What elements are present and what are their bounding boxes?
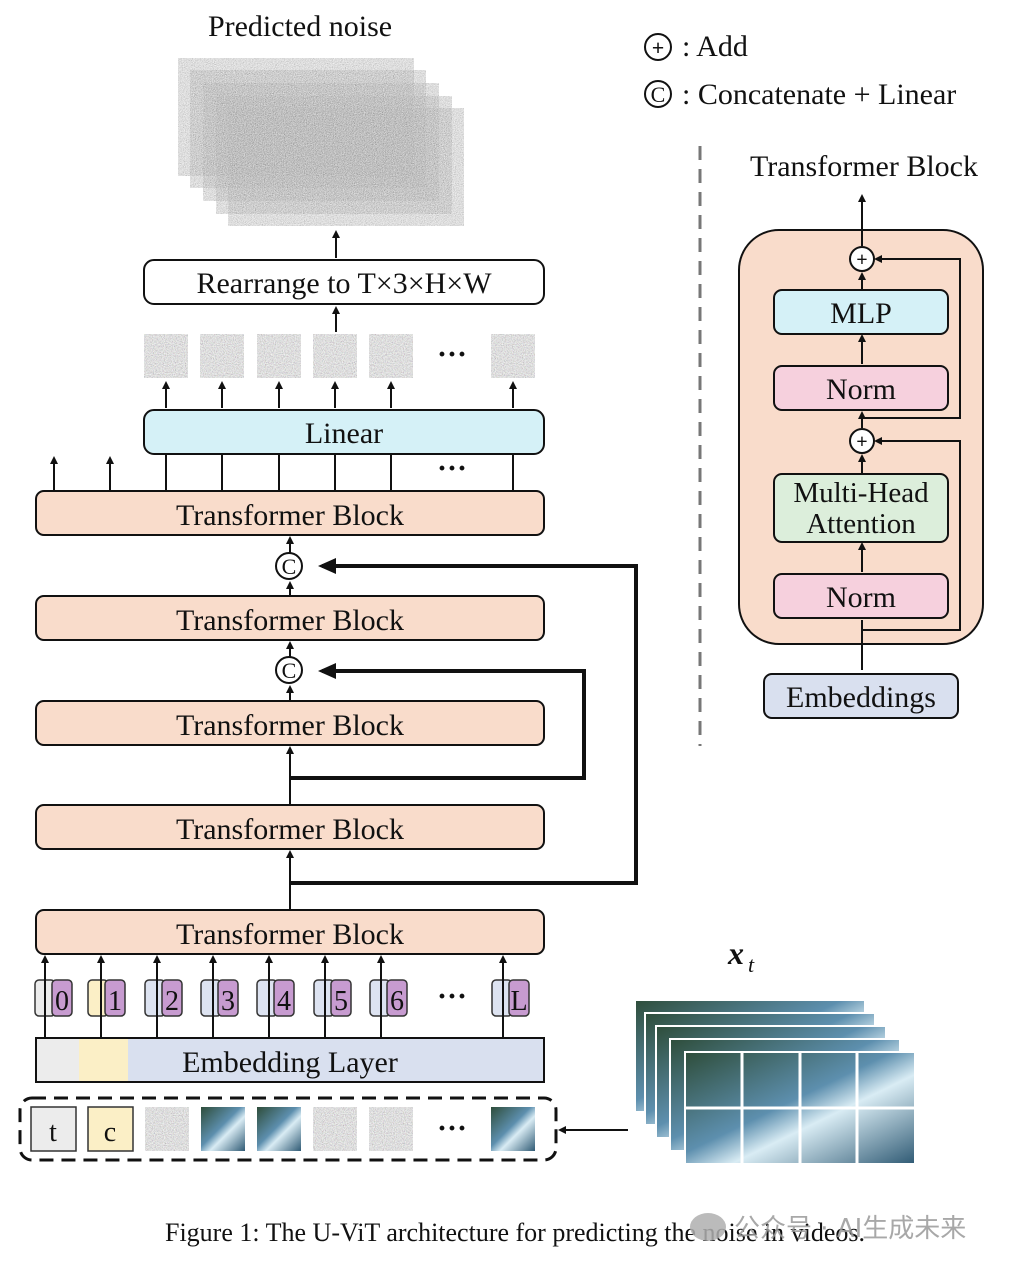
- noise-patches: [144, 334, 535, 378]
- svg-text:+: +: [856, 431, 867, 453]
- detail-add-lower: +: [849, 428, 875, 454]
- token-label: 4: [277, 986, 291, 1017]
- svg-text:Transformer Block: Transformer Block: [176, 709, 404, 742]
- transformer-block-5: Transformer Block: [35, 490, 545, 536]
- token-L: L: [491, 955, 530, 1038]
- token-2: 2: [144, 955, 183, 1038]
- token-5: 5: [313, 955, 352, 1038]
- wechat-icon: [690, 1212, 726, 1241]
- svg-text:: Concatenate + Linear: : Concatenate + Linear: [682, 78, 956, 111]
- svg-text:Norm: Norm: [826, 581, 896, 614]
- svg-text:Attention: Attention: [806, 508, 916, 540]
- video-frames: [634, 999, 916, 1165]
- svg-text:Transformer Block: Transformer Block: [176, 499, 404, 532]
- token-6: 6: [369, 955, 408, 1038]
- svg-text:+: +: [652, 35, 665, 60]
- tokens-ellipsis: ···: [437, 980, 467, 1013]
- linear-label: Linear: [305, 417, 383, 450]
- detail-norm-upper: Norm: [773, 365, 949, 411]
- token-label: L: [510, 986, 527, 1017]
- svg-text:C: C: [282, 658, 297, 683]
- svg-text:Embedding Layer: Embedding Layer: [182, 1046, 398, 1079]
- detail-multi-head-attention: Multi-Head Attention: [773, 473, 949, 543]
- svg-text:C: C: [282, 554, 297, 579]
- token-label: 6: [390, 986, 404, 1017]
- figure-caption: Figure 1: The U-ViT architecture for pre…: [164, 1218, 865, 1247]
- patches-ellipsis: ···: [437, 338, 467, 371]
- token-label: 2: [165, 986, 179, 1017]
- token-label: 0: [55, 986, 69, 1017]
- linear-ellipsis: ···: [437, 452, 467, 485]
- input-t: t: [30, 1106, 77, 1152]
- legend-add: + : Add: [644, 30, 748, 63]
- xt-label: x t: [727, 935, 755, 977]
- svg-text:MLP: MLP: [830, 297, 892, 330]
- svg-text:+: +: [856, 249, 867, 271]
- detail-embeddings: Embeddings: [763, 673, 959, 719]
- svg-text:c: c: [104, 1117, 116, 1148]
- linear-box: [143, 409, 545, 455]
- svg-text:Transformer Block: Transformer Block: [176, 604, 404, 637]
- svg-text:Transformer Block: Transformer Block: [176, 813, 404, 846]
- predicted-noise-title: Predicted noise: [208, 10, 392, 43]
- token-0: 0: [34, 955, 73, 1038]
- detail-mlp: MLP: [773, 289, 949, 335]
- svg-text:t: t: [748, 952, 755, 977]
- concat-symbol-upper: C: [275, 552, 303, 580]
- rearrange-label: Rearrange to T×3×H×W: [196, 267, 492, 300]
- rearrange-box: [143, 259, 545, 305]
- transformer-block-2: Transformer Block: [35, 804, 545, 850]
- transformer-block-3: Transformer Block: [35, 700, 545, 746]
- concat-symbol-lower: C: [275, 656, 303, 684]
- svg-text:Transformer Block: Transformer Block: [176, 918, 404, 951]
- token-4: 4: [256, 955, 295, 1038]
- token-row: 0 1 2 3 4 5 6 L: [34, 955, 530, 1038]
- svg-text:Norm: Norm: [826, 373, 896, 406]
- detail-add-upper: +: [849, 246, 875, 272]
- svg-text:x: x: [727, 935, 744, 971]
- token-3: 3: [200, 955, 239, 1038]
- svg-text:C: C: [651, 82, 666, 107]
- input-c: c: [87, 1106, 134, 1152]
- token-label: 3: [221, 986, 235, 1017]
- transformer-block-1: Transformer Block: [35, 909, 545, 955]
- detail-norm-lower: Norm: [773, 573, 949, 619]
- svg-text:Multi-Head: Multi-Head: [793, 477, 929, 509]
- inputs-ellipsis: ···: [437, 1112, 467, 1145]
- detail-title: Transformer Block: [750, 150, 978, 183]
- svg-text:: Add: : Add: [682, 30, 748, 63]
- svg-text:Embeddings: Embeddings: [786, 681, 936, 714]
- watermark: 公众号 · AI生成未来: [690, 1208, 966, 1245]
- token-1: 1: [87, 955, 126, 1038]
- predicted-noise-frames: [177, 57, 465, 227]
- svg-text:t: t: [49, 1117, 57, 1148]
- input-patches: [145, 1107, 535, 1151]
- embedding-layer: Embedding Layer: [35, 1037, 545, 1083]
- token-label: 1: [108, 986, 122, 1017]
- input-group: [18, 1096, 558, 1162]
- transformer-block-4: Transformer Block: [35, 595, 545, 641]
- legend-concat: C : Concatenate + Linear: [644, 78, 956, 111]
- token-label: 5: [334, 986, 348, 1017]
